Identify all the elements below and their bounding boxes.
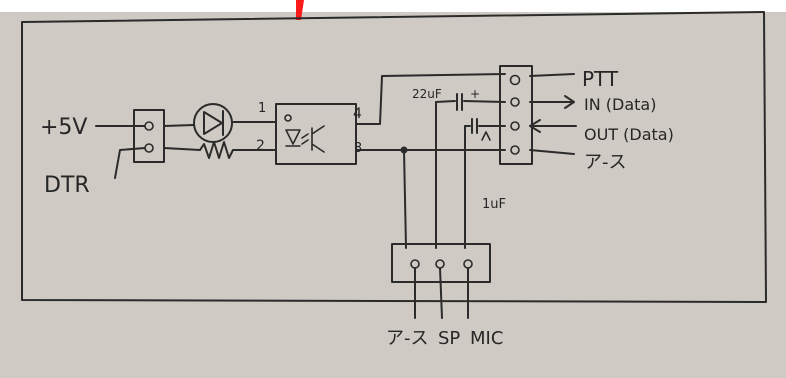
arrow-in [529, 95, 575, 109]
cap-arrow-up [481, 131, 491, 141]
label-cap-1uf: 1uF [482, 197, 506, 212]
label-plus5v: +5V [40, 115, 87, 140]
label-mic: MIC [470, 328, 503, 349]
wire-to-resistor [163, 147, 201, 151]
outer-frame [21, 11, 767, 303]
label-sp: SP [438, 328, 460, 349]
arrow-out [529, 119, 577, 133]
label-cap-plus: + [470, 87, 480, 101]
label-opto-pin2: 2 [256, 138, 265, 154]
label-opto-pin4: 4 [353, 106, 362, 122]
optocoupler [275, 103, 357, 165]
label-cap-22uf: 22uF [412, 87, 442, 101]
wire-ground-down [403, 149, 407, 249]
opto-led [285, 129, 301, 145]
label-in-data: IN (Data) [584, 95, 656, 114]
radio-pin-out [510, 121, 520, 131]
opto-pin1-dot [284, 114, 292, 122]
label-ground-bottom: ア-ス [386, 328, 429, 349]
opto-light-arrows [301, 133, 309, 145]
red-mark [296, 0, 304, 20]
wire-dtr [114, 147, 146, 179]
radio-connector [499, 65, 533, 165]
label-ground-right: ア-ス [584, 152, 627, 173]
capacitor-1uf [464, 118, 506, 134]
label-opto-pin1: 1 [258, 101, 266, 116]
wire-ptt [355, 73, 506, 125]
label-dtr: DTR [44, 173, 90, 198]
radio-pin-gnd [510, 145, 520, 155]
capacitor-22uf [435, 93, 506, 111]
wire-to-diode [163, 124, 195, 127]
label-ptt: PTT [582, 67, 619, 91]
opto-transistor [311, 125, 325, 153]
radio-pin-ptt [509, 74, 521, 86]
bottom-leads [414, 267, 469, 319]
wire-ptt-out [529, 73, 575, 77]
top-white-strip [0, 0, 786, 12]
input-connector [133, 109, 165, 163]
led-triangle [203, 111, 223, 135]
label-opto-pin3: 3 [354, 141, 362, 156]
resistor [199, 141, 277, 159]
wire-ground-out [529, 149, 575, 155]
radio-pin-in [510, 97, 520, 107]
label-out-data: OUT (Data) [584, 125, 674, 144]
